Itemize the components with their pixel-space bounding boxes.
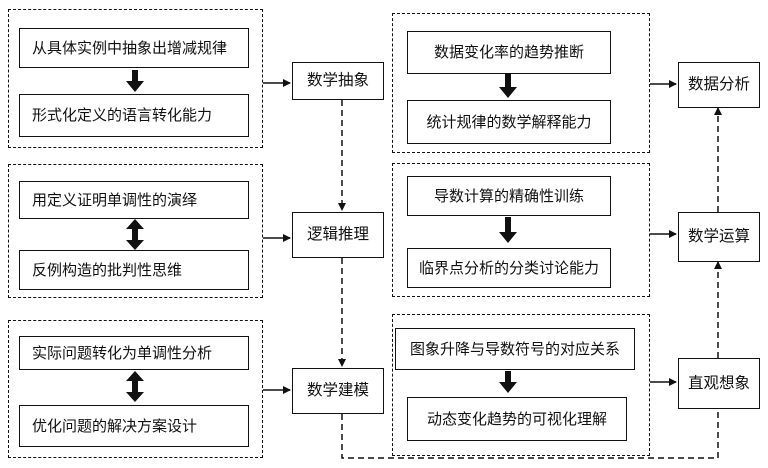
right-node-1-top: 数据变化率的趋势推断 [407,31,611,74]
left-node-2-bottom: 反例构造的批判性思维 [19,250,249,290]
right-node-2-top: 导数计算的精确性训练 [407,176,611,216]
left-group-reasoning [8,164,263,298]
thick-double-arrow-group2 [126,219,144,250]
right-group-data-analysis [392,13,650,153]
left-group-abstraction [8,9,263,148]
thick-down-arrow-group6 [499,371,517,393]
center-node-abstraction: 数学抽象 [292,62,384,100]
right-node-intuition: 直观想象 [678,358,760,409]
left-node-1-top: 从具体实例中抽象出增减规律 [19,28,249,68]
left-node-1-bottom: 形式化定义的语言转化能力 [19,94,249,137]
right-node-2-bottom: 临界点分析的分类讨论能力 [407,248,611,288]
right-node-data-analysis: 数据分析 [678,62,760,108]
dashed-path-modeling-to-intuition [341,409,719,459]
right-node-1-bottom: 统计规律的数学解释能力 [407,100,611,144]
left-node-2-top: 用定义证明单调性的演绎 [19,181,249,219]
left-node-3-top: 实际问题转化为单调性分析 [19,336,249,370]
right-node-3-top: 图象升降与导数符号的对应关系 [395,328,635,370]
right-node-3-bottom: 动态变化趋势的可视化理解 [407,397,627,441]
right-group-intuition [392,314,650,456]
center-node-reasoning: 逻辑推理 [292,212,384,258]
thick-down-arrow-group4 [499,74,517,98]
thick-double-arrow-group3 [126,371,144,402]
thick-down-arrow-group5 [499,217,517,243]
right-group-operation [392,163,650,297]
left-group-modeling [8,320,263,458]
left-node-3-bottom: 优化问题的解决方案设计 [19,405,249,447]
center-node-modeling: 数学建模 [292,368,384,414]
right-node-operation: 数学运算 [678,212,760,262]
thick-down-arrow-group1 [126,70,144,92]
